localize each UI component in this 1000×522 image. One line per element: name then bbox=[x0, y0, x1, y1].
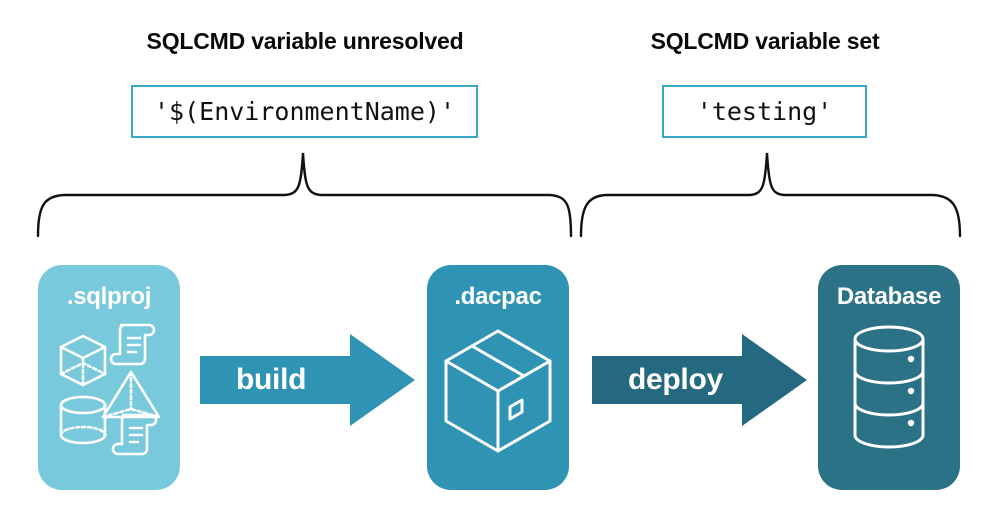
stage-card-dacpac: .dacpac bbox=[427, 265, 569, 490]
scroll-icon-bottom bbox=[111, 413, 158, 456]
stage-card-database-label: Database bbox=[836, 283, 942, 310]
arrow-build: build bbox=[200, 334, 415, 426]
arrow-right-icon bbox=[200, 334, 415, 426]
arrow-right-icon bbox=[592, 334, 807, 426]
curly-brace-up-icon-right bbox=[579, 152, 962, 238]
stage-card-dacpac-label: .dacpac bbox=[454, 283, 542, 310]
code-box-environment-name: '$(EnvironmentName)' bbox=[131, 85, 478, 138]
database-cylinder-icon bbox=[818, 317, 960, 482]
code-box-testing: 'testing' bbox=[662, 85, 867, 138]
arrow-build-label: build bbox=[236, 363, 307, 396]
cube-icon bbox=[59, 334, 107, 387]
arrow-deploy: deploy bbox=[592, 334, 807, 426]
scroll-icon-top bbox=[109, 323, 156, 366]
label-sqlcmd-unresolved: SQLCMD variable unresolved bbox=[146, 28, 464, 54]
project-artifacts-icon bbox=[38, 317, 180, 482]
package-box-icon bbox=[427, 317, 569, 482]
stage-card-database: Database bbox=[818, 265, 960, 490]
stage-card-sqlproj-label: .sqlproj bbox=[66, 283, 152, 310]
arrow-deploy-label: deploy bbox=[628, 363, 723, 396]
label-sqlcmd-set: SQLCMD variable set bbox=[650, 28, 880, 54]
stage-card-sqlproj: .sqlproj bbox=[38, 265, 180, 490]
curly-brace-up-icon-left bbox=[36, 152, 573, 238]
pyramid-icon bbox=[101, 370, 161, 419]
cylinder-icon bbox=[59, 395, 107, 445]
